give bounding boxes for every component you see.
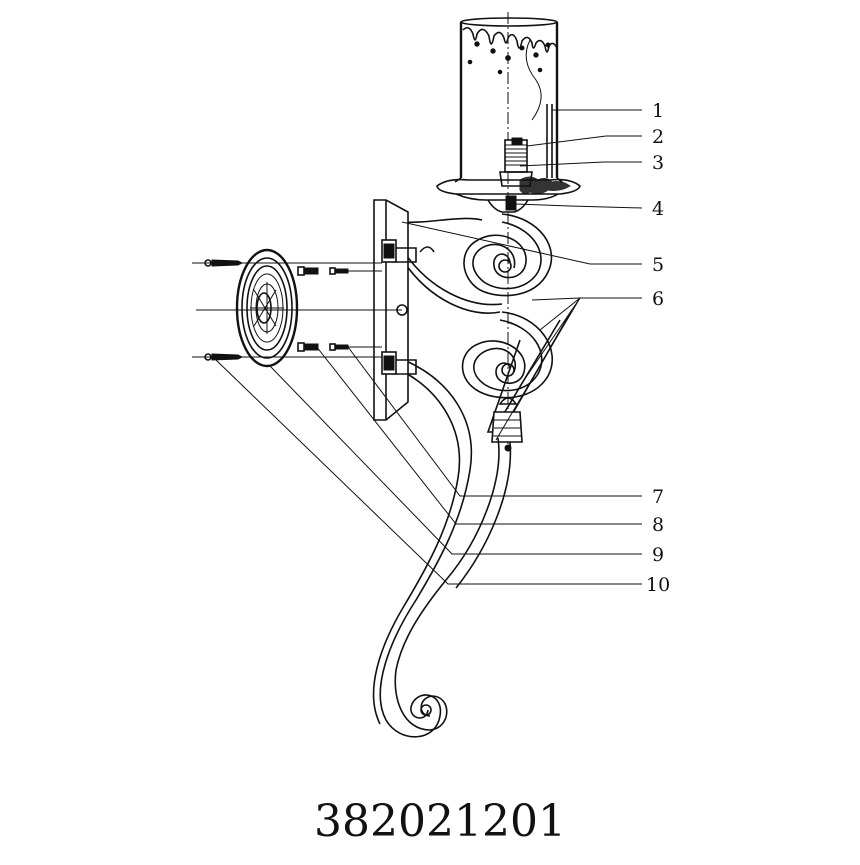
machine-screw-lower: [297, 342, 349, 352]
callout-4: 4: [652, 198, 664, 220]
mounting-plate: [235, 248, 299, 368]
leader-lines: [215, 109, 643, 585]
upper-scroll-arm: [399, 213, 553, 314]
callout-3: 3: [652, 152, 664, 174]
callout-8: 8: [652, 514, 664, 536]
callout-1: 1: [652, 100, 664, 122]
callout-9: 9: [652, 544, 664, 566]
bobeche-cup: [436, 176, 581, 213]
bulb-socket: [499, 104, 553, 187]
assembly-guide-lines: [192, 262, 402, 358]
callout-7: 7: [652, 486, 664, 508]
part-number: 382021201: [314, 796, 566, 847]
lower-scroll-arm: [461, 309, 573, 452]
machine-screw-upper: [297, 266, 349, 276]
candle-sleeve: [454, 17, 563, 183]
callout-10: 10: [646, 574, 670, 596]
tail-scroll-arm: [372, 359, 512, 738]
callout-labels: 1 2 3 4 5 6 7 8 9 10: [646, 100, 670, 596]
callout-6: 6: [652, 288, 664, 310]
callout-5: 5: [652, 254, 664, 276]
callout-2: 2: [652, 126, 664, 148]
